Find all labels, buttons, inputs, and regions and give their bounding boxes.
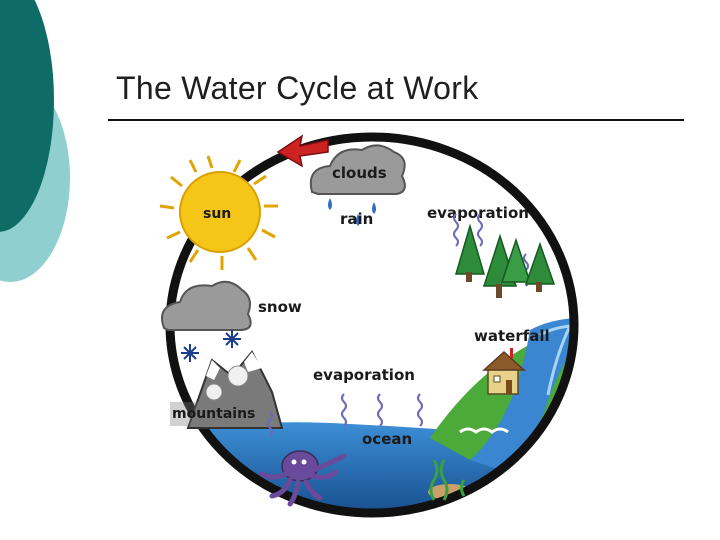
- title-underline: [108, 119, 684, 121]
- mountains-label-bg: [170, 402, 262, 426]
- snow-label: snow: [258, 298, 302, 316]
- evaporation-middle-label: evaporation: [313, 366, 415, 384]
- raindrop-icon: [328, 198, 376, 226]
- cycle-arrow-icon: [276, 134, 329, 168]
- ocean-label: ocean: [362, 430, 412, 448]
- tree-icon: [455, 223, 556, 298]
- evaporation-top-label: evaporation: [427, 204, 529, 222]
- clouds-label: clouds: [332, 164, 387, 182]
- rain-label: rain: [340, 210, 373, 228]
- corner-circle-dark: [0, 0, 54, 232]
- vapor-squiggles-middle: [267, 393, 423, 437]
- sun-icon: [159, 155, 278, 270]
- mountain-icon: [186, 350, 284, 429]
- octopus-icon: [259, 450, 347, 507]
- waterfall-label: waterfall: [474, 327, 550, 345]
- mountains-label: mountains: [172, 406, 255, 422]
- snow-cloud-icon: [161, 280, 252, 331]
- snowflake-icon: [181, 330, 241, 362]
- cloud-icon: [309, 144, 406, 195]
- sun-label: sun: [203, 206, 231, 222]
- slide-title: The Water Cycle at Work: [116, 70, 479, 106]
- seaweed-icon: [429, 459, 466, 501]
- house-icon: [482, 348, 526, 395]
